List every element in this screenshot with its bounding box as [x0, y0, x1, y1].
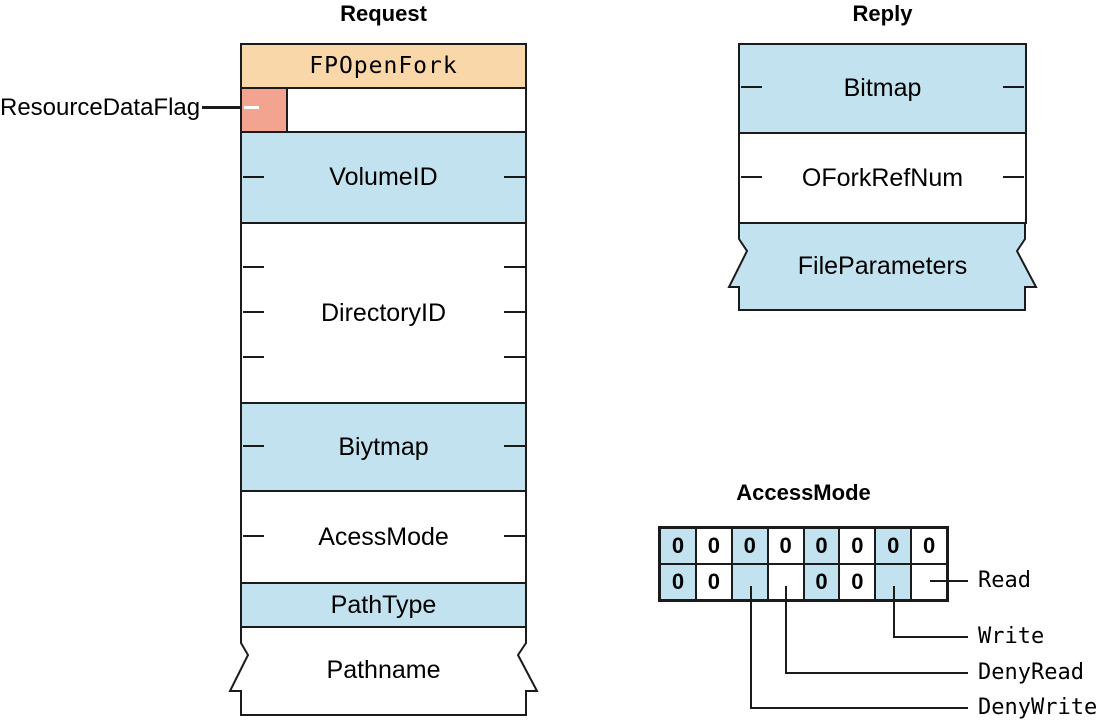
access-mode-bit-grid: 0 0 0 0 0 0 0 0 0 0 0 0 — [658, 526, 949, 602]
request-field-pathtype: PathType — [240, 582, 527, 628]
denywrite-leader-line-h — [750, 707, 968, 709]
field-label: VolumeID — [329, 163, 438, 191]
field-label: Bitmap — [843, 74, 922, 102]
byte-tick — [741, 86, 762, 88]
byte-tick — [504, 176, 525, 178]
write-leader-line-h — [893, 636, 968, 638]
field-label: FileParameters — [797, 251, 968, 280]
bit-cell: 0 — [660, 528, 696, 564]
read-leader-line — [930, 580, 968, 582]
reply-field-oforkrefnum: OForkRefNum — [738, 132, 1027, 224]
byte-tick — [504, 535, 525, 537]
request-field-pathname: Pathname — [240, 628, 527, 712]
denyread-leader-line-v — [785, 586, 787, 674]
resource-data-flag-leader-tip — [244, 106, 259, 109]
byte-tick — [243, 535, 264, 537]
request-field-volumeid: VolumeID — [240, 131, 527, 224]
denyread-leader-line-h — [785, 672, 968, 674]
request-command-label: FPOpenFork — [309, 53, 458, 79]
byte-tick — [504, 445, 525, 447]
bit-cell: 0 — [660, 564, 696, 600]
byte-tick — [243, 445, 264, 447]
reply-field-fileparameters: FileParameters — [738, 224, 1027, 308]
byte-tick — [1003, 176, 1024, 178]
field-label: DirectoryID — [320, 298, 446, 327]
field-label: OForkRefNum — [801, 163, 964, 192]
write-label: Write — [978, 624, 1045, 649]
bit-cell: 0 — [875, 528, 912, 564]
access-mode-title: AccessMode — [736, 480, 871, 505]
reply-field-bitmap: Bitmap — [738, 43, 1027, 134]
reply-title: Reply — [852, 1, 913, 26]
request-field-acessmode: AcessMode — [240, 490, 527, 584]
request-field-directoryid: DirectoryID — [240, 222, 527, 404]
field-label: AcessMode — [318, 522, 449, 551]
resource-data-flag-box — [242, 89, 288, 131]
bit-cell: 0 — [803, 528, 840, 564]
byte-tick — [504, 266, 525, 268]
bit-cell-denywrite — [731, 564, 768, 600]
bit-cell: 0 — [767, 528, 804, 564]
byte-tick — [504, 311, 525, 313]
denywrite-leader-line-v — [750, 586, 752, 708]
bit-cell: 0 — [731, 528, 768, 564]
bit-cell: 0 — [839, 564, 876, 600]
field-label: PathType — [330, 590, 437, 619]
resource-data-flag-leader-line — [202, 106, 242, 109]
field-label: Pathname — [326, 655, 441, 684]
byte-tick — [243, 311, 264, 313]
denywrite-label: DenyWrite — [978, 695, 1098, 720]
request-title: Request — [340, 1, 427, 26]
byte-tick — [504, 356, 525, 358]
request-flag-row — [240, 87, 527, 133]
bit-cell: 0 — [695, 528, 732, 564]
bit-cell: 0 — [803, 564, 840, 600]
byte-tick — [1003, 86, 1024, 88]
bit-cell-read — [911, 564, 947, 600]
byte-tick — [741, 176, 762, 178]
bit-cell: 0 — [695, 564, 732, 600]
byte-tick — [243, 356, 264, 358]
resource-data-flag-label: ResourceDataFlag — [0, 94, 201, 121]
denyread-label: DenyRead — [978, 660, 1084, 685]
request-field-biytmap: Biytmap — [240, 402, 527, 492]
request-command-box: FPOpenFork — [240, 43, 527, 89]
field-label: Biytmap — [338, 432, 429, 461]
reply-field-fileparameters-shape — [727, 222, 1038, 311]
read-label: Read — [978, 568, 1031, 593]
bit-cell: 0 — [839, 528, 876, 564]
write-leader-line-v — [893, 586, 895, 638]
request-field-pathname-shape — [228, 626, 539, 716]
byte-tick — [243, 266, 264, 268]
bit-cell: 0 — [911, 528, 947, 564]
byte-tick — [243, 176, 264, 178]
